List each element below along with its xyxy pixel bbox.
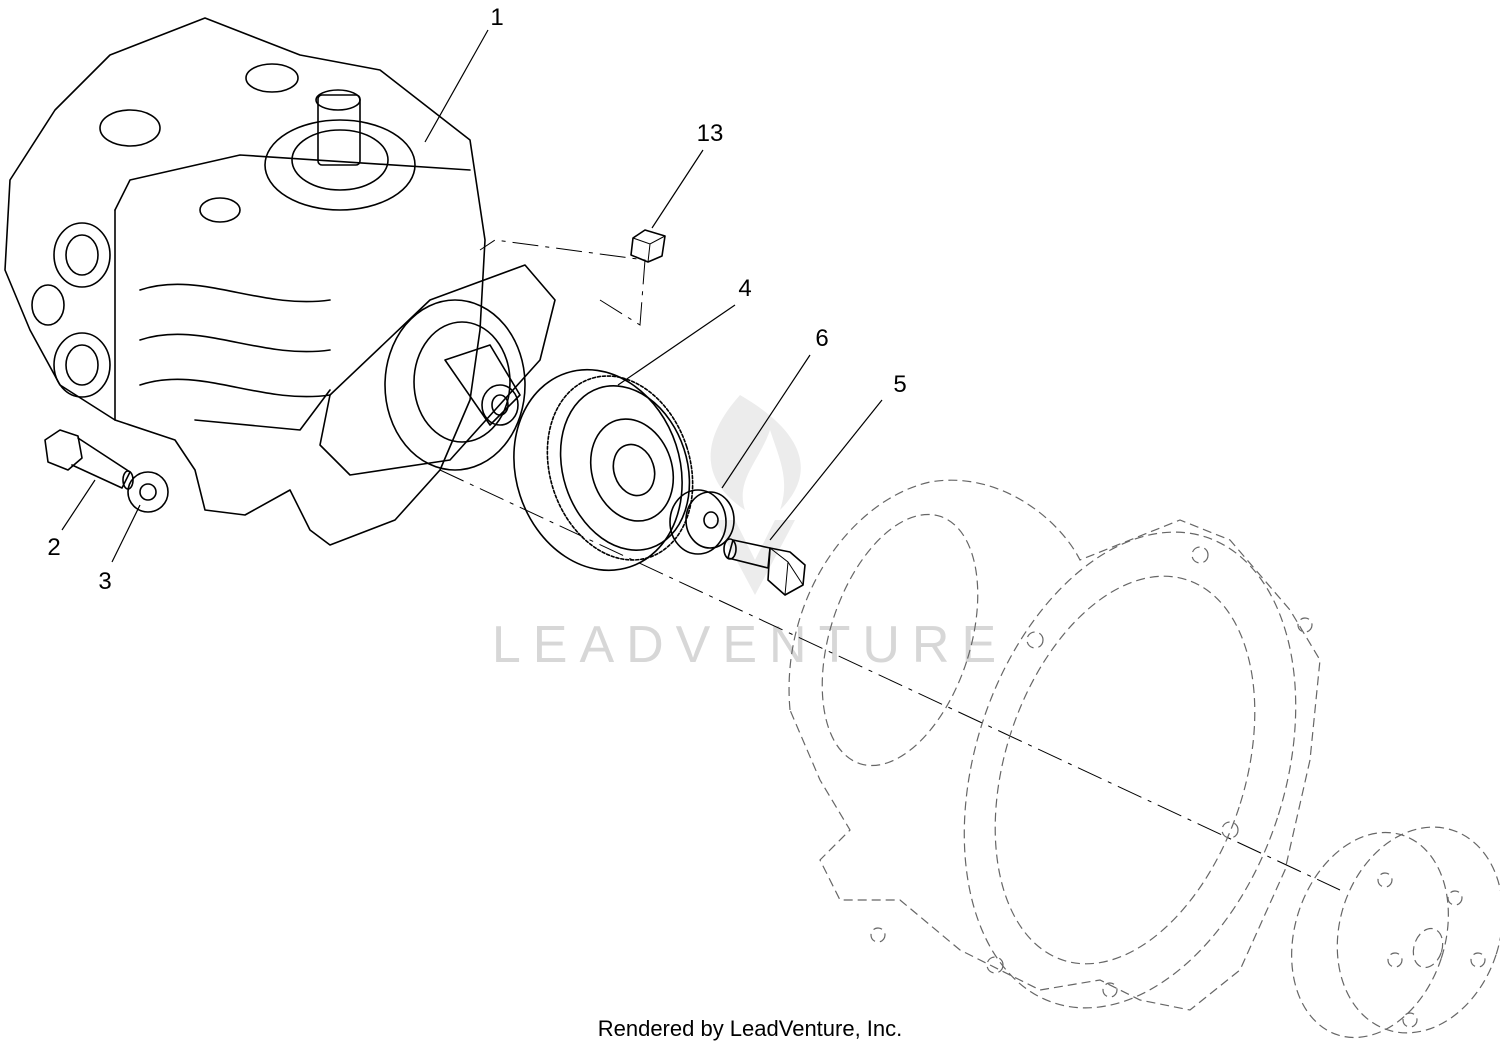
callout-13: 13 — [697, 120, 724, 147]
leader-lines — [61, 29, 883, 563]
gear-bolt — [723, 538, 806, 596]
watermark-text: LEADVENTURE — [492, 616, 1008, 674]
callout-3: 3 — [98, 568, 111, 595]
callouts: 1 13 4 6 5 2 3 — [47, 4, 906, 595]
gear-washer — [669, 489, 735, 555]
assembly-axis — [439, 239, 1341, 891]
coupler-ghost — [1291, 826, 1500, 1039]
mounting-bolt — [44, 429, 134, 490]
render-credit: Rendered by LeadVenture, Inc. — [597, 1016, 903, 1041]
callout-4: 4 — [738, 275, 751, 302]
callout-1: 1 — [490, 4, 503, 31]
hydraulic-pump — [4, 17, 556, 546]
shaft-key — [630, 229, 666, 263]
callout-2: 2 — [47, 534, 60, 561]
adapter-housing-ghost — [788, 479, 1321, 1011]
callout-5: 5 — [893, 371, 906, 398]
leadventure-watermark: LEADVENTURE — [492, 395, 1008, 674]
gear — [513, 368, 694, 572]
callout-6: 6 — [815, 325, 828, 352]
mounting-washer — [127, 471, 169, 513]
